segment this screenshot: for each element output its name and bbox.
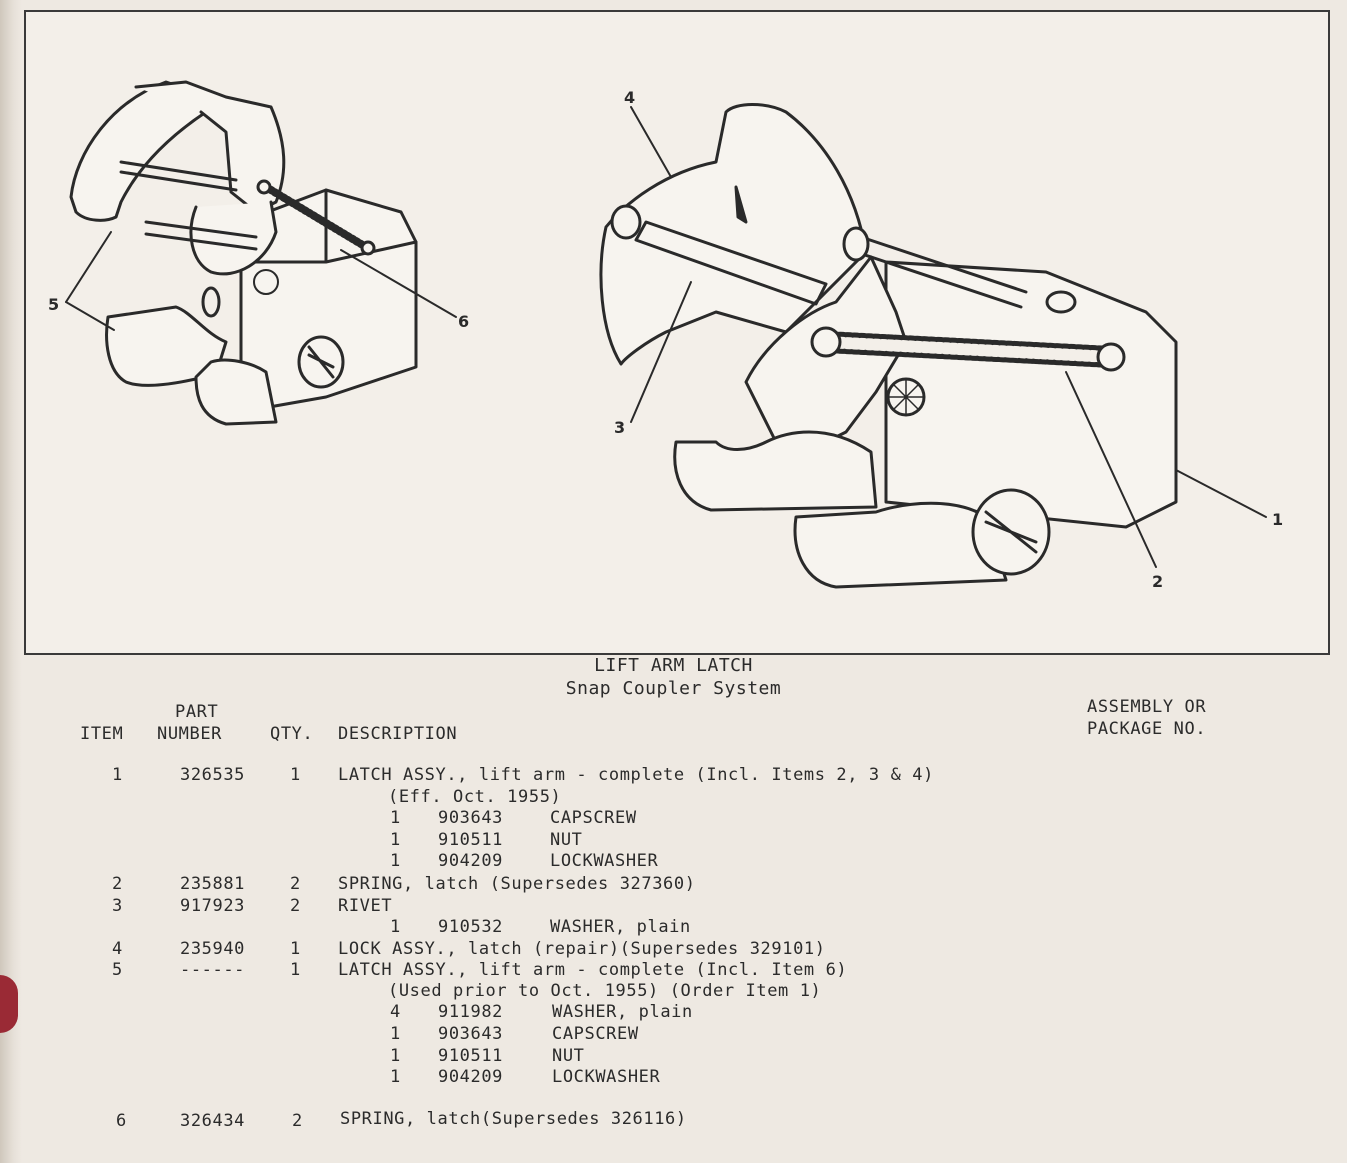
row-qty: 2 [292, 1111, 303, 1131]
row-item: 1 [112, 765, 123, 785]
sub-description: WASHER, plain [550, 917, 691, 937]
latch-assembly-new-drawing [599, 103, 1267, 589]
row-qty: 1 [290, 960, 301, 980]
row-qty: 1 [290, 939, 301, 959]
row-description: RIVET [338, 896, 393, 916]
sub-part: 910511 [438, 1046, 504, 1066]
row-description: SPRING, latch(Supersedes 326116) [340, 1109, 687, 1129]
callout-6: 6 [458, 312, 470, 331]
row-item: 6 [116, 1111, 127, 1131]
sub-qty: 1 [390, 1046, 401, 1066]
row-description: LATCH ASSY., lift arm - complete (Incl. … [338, 765, 934, 785]
sub-part: 910532 [438, 917, 504, 937]
row-part: ------ [180, 960, 246, 980]
sub-part: 911982 [438, 1002, 504, 1022]
sub-description: NUT [552, 1046, 585, 1066]
figure-frame: 5 6 4 3 1 2 [24, 10, 1330, 655]
scan-edge-shadow [0, 0, 22, 1163]
header-description: DESCRIPTION [338, 724, 458, 744]
sub-description: CAPSCREW [550, 808, 637, 828]
callout-5: 5 [48, 295, 60, 314]
page-title: LIFT ARM LATCH [594, 655, 753, 676]
header-qty: QTY. [270, 724, 314, 744]
sub-qty: 1 [390, 917, 401, 937]
sub-part: 904209 [438, 851, 504, 871]
sub-qty: 4 [390, 1002, 401, 1022]
header-assembly-top: ASSEMBLY OR [1087, 697, 1207, 717]
row-part: 235940 [180, 939, 246, 959]
header-assembly-bottom: PACKAGE NO. [1087, 719, 1207, 739]
page-subtitle: Snap Coupler System [565, 678, 782, 699]
sub-qty: 1 [390, 1067, 401, 1087]
row-part: 917923 [180, 896, 246, 916]
row-note: (Eff. Oct. 1955) [388, 787, 562, 807]
row-item: 2 [112, 874, 123, 894]
row-part: 326434 [180, 1111, 246, 1131]
sub-qty: 1 [390, 808, 401, 828]
callout-4: 4 [624, 88, 636, 107]
header-item: ITEM [80, 724, 124, 744]
row-description: LOCK ASSY., latch (repair)(Supersedes 32… [338, 939, 826, 959]
row-qty: 2 [290, 874, 301, 894]
sub-qty: 1 [390, 1024, 401, 1044]
sub-part: 904209 [438, 1067, 504, 1087]
row-part: 235881 [180, 874, 246, 894]
row-description: LATCH ASSY., lift arm - complete (Incl. … [338, 960, 848, 980]
sub-description: LOCKWASHER [550, 851, 659, 871]
header-part-number: NUMBER [157, 724, 223, 744]
sub-description: NUT [550, 830, 583, 850]
sub-qty: 1 [390, 830, 401, 850]
row-item: 5 [112, 960, 123, 980]
sub-description: WASHER, plain [552, 1002, 693, 1022]
callout-3: 3 [614, 418, 626, 437]
sub-description: LOCKWASHER [552, 1067, 661, 1087]
row-description: SPRING, latch (Supersedes 327360) [338, 874, 696, 894]
latch-assembly-old-drawing [65, 80, 457, 426]
callout-1: 1 [1272, 510, 1284, 529]
row-part: 326535 [180, 765, 246, 785]
sub-part: 903643 [438, 1024, 504, 1044]
callout-2: 2 [1152, 572, 1164, 591]
row-qty: 2 [290, 896, 301, 916]
row-note: (Used prior to Oct. 1955) (Order Item 1) [388, 981, 822, 1001]
latch-illustration [65, 80, 1267, 589]
sub-qty: 1 [390, 851, 401, 871]
row-item: 3 [112, 896, 123, 916]
binding-tab-mark [0, 975, 18, 1033]
header-part-top: PART [175, 702, 219, 722]
row-item: 4 [112, 939, 123, 959]
row-qty: 1 [290, 765, 301, 785]
sub-description: CAPSCREW [552, 1024, 639, 1044]
sub-part: 910511 [438, 830, 504, 850]
sub-part: 903643 [438, 808, 504, 828]
